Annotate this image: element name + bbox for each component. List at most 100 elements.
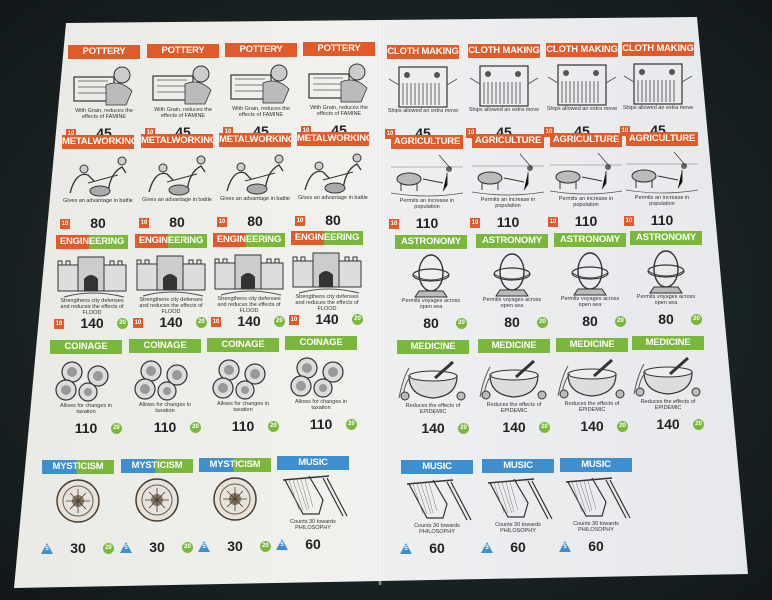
coins-icon bbox=[205, 356, 281, 402]
zodiac-disc-icon bbox=[40, 478, 116, 524]
card-title: METALWORKING bbox=[62, 135, 134, 149]
card-description: Reduces the effects of EPIDEMIC bbox=[405, 403, 461, 415]
metalworking-icon bbox=[295, 150, 371, 196]
mortar-pestle-icon bbox=[554, 356, 630, 402]
green-credit-badge: 20 bbox=[268, 421, 279, 432]
card-cost: 140 bbox=[80, 315, 104, 331]
blue-credit-badge: 5 bbox=[198, 541, 210, 552]
card-title: POTTERY bbox=[303, 42, 375, 56]
card-description: Allows for changes in taxation bbox=[139, 402, 191, 414]
card-description: Gives an advantage in battle bbox=[298, 195, 368, 201]
green-credit-badge: 20 bbox=[456, 318, 467, 329]
green-credit-badge: 20 bbox=[196, 317, 207, 328]
card-title: ASTRONOMY bbox=[476, 234, 548, 248]
card-cost: 110 bbox=[153, 419, 177, 435]
orange-credit-badge: 10 bbox=[54, 319, 64, 329]
harp-icon bbox=[275, 474, 351, 520]
pottery-icon bbox=[301, 60, 377, 106]
card-description: With Grain, reduces the effects of FAMIN… bbox=[154, 107, 212, 119]
card-title: MYSTICISM bbox=[121, 459, 193, 473]
orange-credit-badge: 10 bbox=[301, 126, 311, 136]
card-description: With Grain, reduces the effects of FAMIN… bbox=[310, 105, 368, 117]
green-credit-badge: 20 bbox=[537, 317, 548, 328]
green-credit-badge: 20 bbox=[617, 421, 628, 432]
card-description: Allows for changes in taxation bbox=[217, 401, 269, 413]
green-credit-badge: 20 bbox=[615, 316, 626, 327]
card-title: AGRICULTURE bbox=[472, 134, 544, 148]
card-cost: 30 bbox=[149, 539, 165, 555]
green-credit-badge: 20 bbox=[182, 542, 193, 553]
green-credit-badge: 20 bbox=[117, 318, 128, 329]
orange-credit-badge: 10 bbox=[223, 127, 233, 137]
orange-credit-badge: 10 bbox=[289, 315, 299, 325]
green-credit-badge: 20 bbox=[103, 543, 114, 554]
pottery-icon bbox=[66, 63, 142, 109]
card-cost: 60 bbox=[588, 538, 604, 554]
card-cost: 110 bbox=[650, 212, 674, 228]
blue-credit-badge: 5 bbox=[120, 542, 132, 553]
green-credit-badge: 20 bbox=[111, 423, 122, 434]
card-cost: 140 bbox=[421, 420, 445, 436]
card-title: COINAGE bbox=[207, 338, 279, 352]
orange-credit-badge: 10 bbox=[139, 218, 149, 228]
orange-credit-badge: 10 bbox=[624, 216, 634, 226]
armillary-sphere-icon bbox=[393, 253, 469, 299]
card-description: Allows for changes in taxation bbox=[295, 399, 347, 411]
orange-credit-badge: 10 bbox=[385, 129, 395, 139]
metalworking-icon bbox=[139, 152, 215, 198]
armillary-sphere-icon bbox=[628, 249, 704, 295]
card-description: Permits an increase in population bbox=[634, 195, 690, 207]
card-title: POTTERY bbox=[225, 43, 297, 57]
card-cost: 140 bbox=[656, 416, 680, 432]
green-credit-badge: 20 bbox=[346, 419, 357, 430]
card-title: MEDICINE bbox=[632, 336, 704, 350]
harp-icon bbox=[399, 478, 475, 524]
card-title: ENGINEERING bbox=[135, 234, 207, 248]
card-description: Strengthens city defenses and reduces th… bbox=[139, 297, 203, 315]
loom-icon bbox=[620, 60, 696, 106]
card-description: Ships allowed an extra move bbox=[387, 108, 459, 114]
card-title: ENGINEERING bbox=[56, 235, 128, 249]
card-cost: 110 bbox=[74, 420, 98, 436]
coins-icon bbox=[127, 357, 203, 403]
card-cost: 80 bbox=[423, 315, 439, 331]
city-wall-icon bbox=[133, 252, 209, 298]
card-cost: 30 bbox=[70, 540, 86, 556]
city-wall-icon bbox=[289, 249, 365, 295]
card-cost: 80 bbox=[582, 313, 598, 329]
plough-icon bbox=[548, 151, 624, 197]
card-cost: 110 bbox=[574, 213, 598, 229]
orange-credit-badge: 10 bbox=[548, 217, 558, 227]
card-description: With Grain, reduces the effects of FAMIN… bbox=[75, 108, 133, 120]
zodiac-disc-icon bbox=[119, 477, 195, 523]
card-title: CLOTH MAKING bbox=[546, 43, 618, 57]
card-title: MUSIC bbox=[277, 456, 349, 470]
blue-credit-badge: 5 bbox=[400, 543, 412, 554]
card-description: Permits an increase in population bbox=[558, 196, 614, 208]
harp-icon bbox=[480, 477, 556, 523]
orange-credit-badge: 10 bbox=[295, 216, 305, 226]
card-description: Counts 30 towards PHILOSOPHY bbox=[573, 521, 619, 533]
loom-icon bbox=[466, 62, 542, 108]
card-title: MYSTICISM bbox=[42, 460, 114, 474]
card-description: Gives an advantage in battle bbox=[220, 196, 290, 202]
